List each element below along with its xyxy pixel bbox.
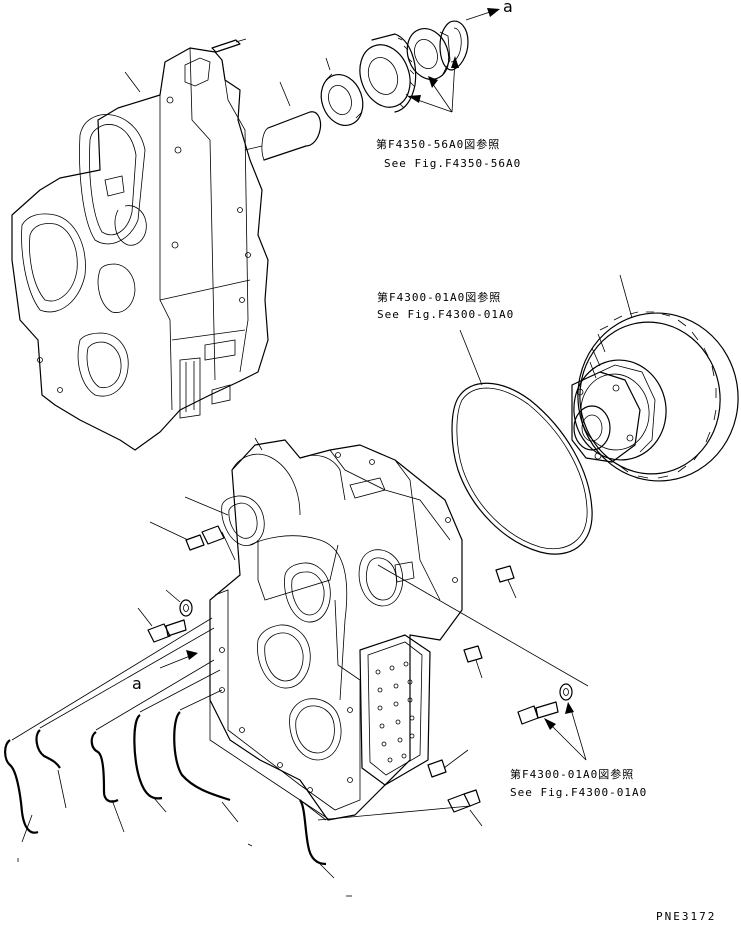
o-ring (451, 329, 593, 555)
sleeve-part (244, 81, 322, 161)
ref-top-en: See Fig.F4350-56A0 (384, 157, 522, 170)
torque-converter (571, 274, 739, 482)
ref-top-jp: 第F4350-56A0図参照 (376, 138, 501, 151)
marker-a-left: a (132, 674, 142, 693)
marker-a-top: a (503, 0, 513, 16)
fasteners (137, 521, 589, 827)
upper-transmission-housing (11, 38, 269, 451)
ref-bot-jp: 第F4300-01A0図参照 (510, 768, 635, 781)
bearing-set (320, 8, 500, 126)
ref-mid-jp: 第F4300-01A0図参照 (377, 291, 502, 304)
drawing-code: PNE3172 (656, 910, 717, 923)
hose-tubes (4, 617, 352, 897)
lower-cover-housing (184, 437, 463, 821)
ref-mid-en: See Fig.F4300-01A0 (377, 308, 515, 321)
ref-bot-en: See Fig.F4300-01A0 (510, 786, 648, 799)
